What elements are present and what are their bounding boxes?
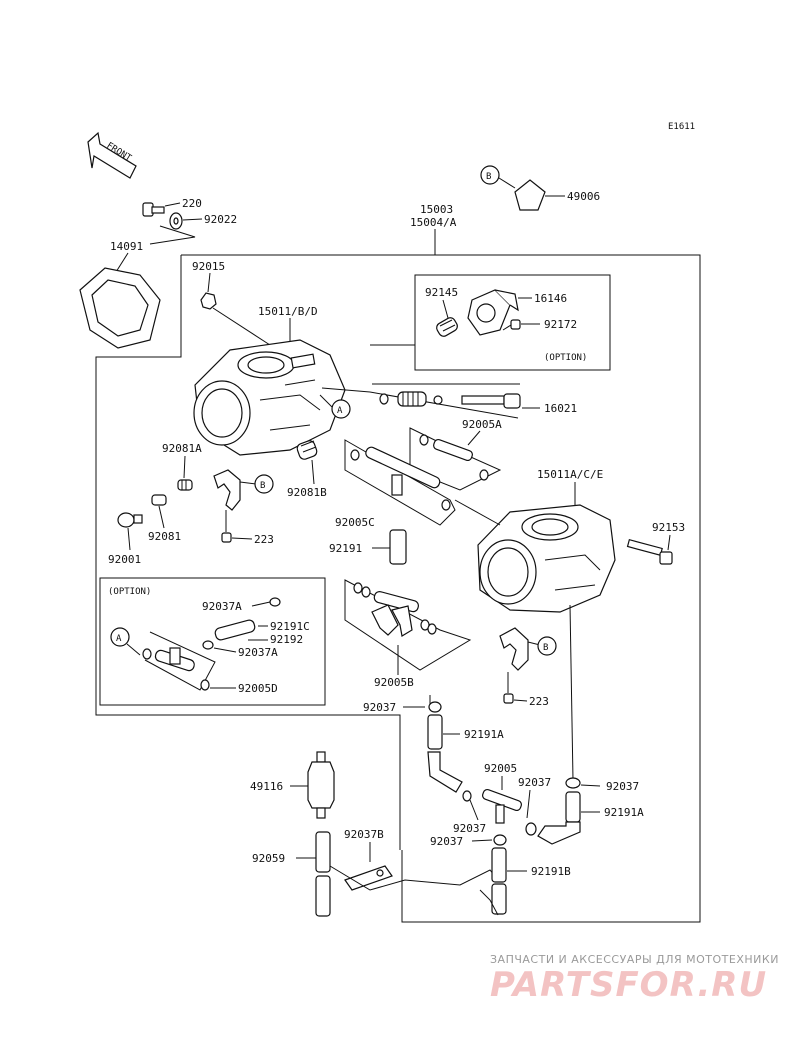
- label-92191: 92191: [329, 542, 362, 555]
- label-15011ace: 15011A/C/E: [537, 468, 603, 481]
- label-92037-3: 92037: [453, 822, 486, 835]
- option-label-bottom: (OPTION): [108, 587, 151, 597]
- label-49116: 49116: [250, 780, 283, 793]
- screw-92001-icon: [117, 512, 143, 528]
- screw-223a-icon: [221, 532, 232, 543]
- hose-92191a-2-icon: [525, 791, 581, 845]
- clamp-92037-2-icon: [462, 790, 472, 802]
- screw-223b-icon: [503, 693, 514, 704]
- label-92191a-2: 92191A: [604, 806, 644, 819]
- label-92059: 92059: [252, 852, 285, 865]
- nut-92015-icon: [200, 292, 217, 310]
- carburetor-left-icon: [193, 339, 346, 456]
- adjuster-16021-icon: [379, 391, 521, 409]
- spring-92081-icon: [151, 494, 167, 506]
- label-92145: 92145: [425, 286, 458, 299]
- filter-49116-icon: [307, 751, 335, 819]
- hose-92005a-icon: [419, 434, 489, 481]
- screw-220-icon: [142, 202, 165, 217]
- hose-curved-icon: [427, 751, 463, 793]
- bracket-left-icon: [213, 469, 241, 511]
- label-15004a: 15004/A: [410, 216, 457, 229]
- callout-b-left: B: [260, 481, 265, 491]
- spring-92145-icon: [436, 317, 458, 337]
- label-15011bd: 15011/B/D: [258, 305, 318, 318]
- label-92037a-1: 92037A: [202, 600, 242, 613]
- washer-92022-icon: [169, 212, 183, 230]
- label-14091: 14091: [110, 240, 143, 253]
- label-223a: 223: [254, 533, 274, 546]
- spring-92081b-icon: [296, 440, 318, 460]
- label-220: 220: [182, 197, 202, 210]
- label-92005b: 92005B: [374, 676, 414, 689]
- label-223b: 223: [529, 695, 549, 708]
- label-92081a: 92081A: [162, 442, 202, 455]
- valve-16146-icon: [467, 289, 519, 336]
- option-label-top: (OPTION): [544, 353, 587, 363]
- tube-92191a-1-icon: [427, 714, 443, 750]
- screw-92172-icon: [502, 319, 521, 331]
- tee-92005d-icon: [142, 647, 210, 691]
- label-16021: 16021: [544, 402, 577, 415]
- cap-49006-icon: [514, 179, 546, 211]
- fitting-92005-icon: [482, 788, 522, 824]
- cover-14091-icon: [79, 267, 161, 349]
- watermark-tagline: ЗАПЧАСТИ И АКСЕССУАРЫ ДЛЯ МОТОТЕХНИКИ: [490, 953, 779, 966]
- watermark-brand: PARTSFOR.RU: [490, 965, 767, 1005]
- label-92037-5: 92037: [606, 780, 639, 793]
- clamp-92037a-1-icon: [269, 597, 281, 607]
- spring-92081a-icon: [177, 479, 193, 491]
- callout-b-right: B: [543, 643, 548, 653]
- label-92005d: 92005D: [238, 682, 278, 695]
- label-92191c: 92191C: [270, 620, 310, 633]
- tube-92191c-icon: [214, 619, 256, 641]
- carburetor-right-icon: [477, 504, 616, 613]
- clamp-92037-5-icon: [493, 834, 507, 846]
- label-16146: 16146: [534, 292, 567, 305]
- label-49006: 49006: [567, 190, 600, 203]
- screw-92153-icon: [626, 538, 673, 565]
- label-92037-4: 92037: [430, 835, 463, 848]
- diagram-code: E1611: [668, 122, 695, 132]
- tube-92059-icon: [315, 831, 331, 917]
- label-92037-2: 92037: [518, 776, 551, 789]
- label-92022: 92022: [204, 213, 237, 226]
- label-92172: 92172: [544, 318, 577, 331]
- tube-92191-icon: [389, 529, 407, 565]
- clip-92037b-icon: [344, 865, 393, 891]
- label-92037-1: 92037: [363, 701, 396, 714]
- label-92153: 92153: [652, 521, 685, 534]
- tube-92191b-icon: [491, 847, 507, 915]
- label-92015: 92015: [192, 260, 225, 273]
- clamp-92037a-2-icon: [202, 640, 214, 650]
- label-92191b: 92191B: [531, 865, 571, 878]
- label-92005: 92005: [484, 762, 517, 775]
- callout-a-left: A: [337, 406, 343, 416]
- label-92037a-2: 92037A: [238, 646, 278, 659]
- bracket-right-icon: [499, 627, 529, 671]
- label-92081b: 92081B: [287, 486, 327, 499]
- label-92001: 92001: [108, 553, 141, 566]
- callout-a-option: A: [116, 634, 122, 644]
- label-92191a-1: 92191A: [464, 728, 504, 741]
- manifold-92005b-icon: [353, 582, 437, 637]
- label-92037b: 92037B: [344, 828, 384, 841]
- label-92005c: 92005C: [335, 516, 375, 529]
- label-92081: 92081: [148, 530, 181, 543]
- hose-92005c-icon: [350, 446, 451, 511]
- front-arrow-icon: FRONT: [87, 131, 137, 179]
- label-92192: 92192: [270, 633, 303, 646]
- clamp-92037-1-icon: [428, 701, 442, 713]
- clamp-92037-4-icon: [565, 777, 581, 789]
- callout-b-49006: B: [486, 172, 491, 182]
- label-15003: 15003: [420, 203, 453, 216]
- label-92005a: 92005A: [462, 418, 502, 431]
